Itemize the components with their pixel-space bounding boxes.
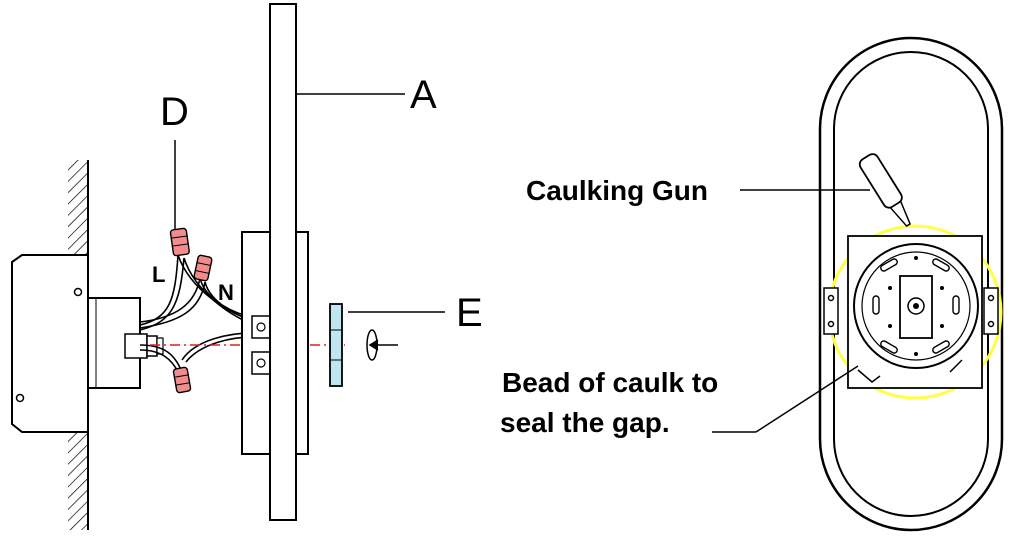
label-l: L [152, 262, 165, 287]
mounting-plate [847, 235, 983, 389]
canopy-hub [241, 231, 271, 455]
mounting-bracket [87, 297, 164, 389]
caulking-gun-icon [858, 153, 912, 228]
wire-nut-ground [172, 366, 192, 394]
wire-nut-line [169, 227, 190, 257]
fixture-panel [269, 3, 309, 521]
label-bead-line2: seal the gap. [500, 407, 670, 438]
label-n: N [218, 280, 234, 305]
label-bead-line1: Bead of caulk to [502, 367, 718, 398]
cover-screw [329, 303, 343, 387]
front-view: Caulking Gun Bead of caulk to seal the g… [500, 36, 1004, 532]
side-tabs [823, 287, 999, 335]
junction-box [11, 254, 89, 433]
side-view: A D E L N [11, 3, 483, 530]
label-caulking-gun: Caulking Gun [526, 175, 708, 206]
front-leader-lines [712, 189, 870, 433]
wire-nuts [169, 227, 213, 394]
rotation-arrow-icon [366, 329, 398, 361]
label-a: A [410, 73, 437, 117]
wire-nut-neutral [193, 254, 213, 282]
leader-lines [174, 93, 445, 313]
label-e: E [456, 291, 483, 335]
label-d: D [160, 90, 189, 134]
